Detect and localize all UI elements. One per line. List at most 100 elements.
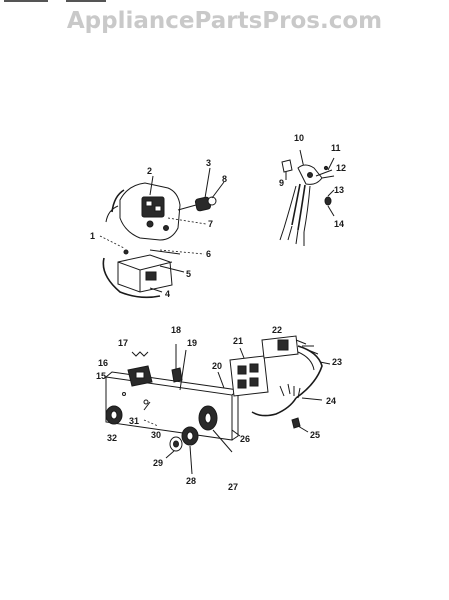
callout-28: 28 <box>186 476 196 486</box>
panel-hole-b <box>122 392 126 396</box>
block-21-terminal-d <box>249 377 259 387</box>
part-25-connector <box>291 417 301 429</box>
knob-32-center <box>110 410 118 420</box>
switch-contact-a <box>145 200 153 207</box>
sensor-lead-a <box>291 183 301 226</box>
callout-1: 1 <box>90 231 95 241</box>
harness-24-connectors <box>279 383 301 399</box>
leader-24 <box>301 397 323 401</box>
callout-8: 8 <box>222 174 227 184</box>
part-11-washer <box>323 165 329 171</box>
top-rule-right <box>66 0 106 2</box>
callout-31: 31 <box>129 416 139 426</box>
leader-3 <box>204 167 211 199</box>
leader-5 <box>159 265 185 273</box>
part-16-window <box>135 371 145 379</box>
callout-27: 27 <box>228 482 238 492</box>
harness-23-wire-b <box>297 351 315 371</box>
knob-28-center <box>186 431 194 441</box>
callout-24: 24 <box>326 396 336 406</box>
leader-13 <box>327 189 335 197</box>
callout-15: 15 <box>96 371 106 381</box>
block-21-terminal-b <box>249 363 259 373</box>
leader-14 <box>327 205 335 217</box>
leader-11 <box>327 157 335 171</box>
leader-26 <box>231 429 241 437</box>
callout-4: 4 <box>165 289 170 299</box>
callout-25: 25 <box>310 430 320 440</box>
callout-14: 14 <box>334 219 344 229</box>
callout-21: 21 <box>233 336 243 346</box>
console-side-edge <box>231 390 239 441</box>
block-21-terminal-a <box>237 365 247 375</box>
leader-27 <box>212 429 233 453</box>
callout-29: 29 <box>153 458 163 468</box>
callout-20: 20 <box>212 361 222 371</box>
leader-2 <box>149 175 154 196</box>
leader-19 <box>179 349 187 391</box>
callout-labels: 1 2 3 4 5 6 7 8 9 10 11 12 13 14 15 16 1… <box>90 133 346 492</box>
harness-23-leads <box>295 339 319 355</box>
module-22-insert <box>277 339 289 351</box>
bracket-spring <box>149 249 181 255</box>
callout-3: 3 <box>206 158 211 168</box>
sensor-lead-b <box>297 184 306 231</box>
pivot-pin <box>146 220 154 228</box>
callout-18: 18 <box>171 325 181 335</box>
upper-left-assembly <box>99 167 225 299</box>
lower-control-panel-assembly <box>105 335 331 475</box>
switch-contact-b <box>154 205 162 212</box>
callout-5: 5 <box>186 269 191 279</box>
callout-6: 6 <box>206 249 211 259</box>
terminal-screw <box>163 225 169 231</box>
leader-21 <box>239 347 245 359</box>
leader-29 <box>165 450 175 459</box>
bezel-29-center <box>173 440 179 448</box>
leader-28 <box>189 445 193 475</box>
motor-shaft <box>177 204 197 211</box>
leader-30 <box>143 419 159 427</box>
callout-11: 11 <box>331 143 341 153</box>
sensor-stud <box>307 172 313 178</box>
dial-27-hub <box>204 412 212 424</box>
part-24-harness <box>251 397 297 417</box>
part-21-switch-block <box>229 355 269 397</box>
leader-6 <box>159 249 205 255</box>
sensor-lead-d <box>283 185 297 229</box>
callout-9: 9 <box>279 178 284 188</box>
callout-22: 22 <box>272 325 282 335</box>
callout-26: 26 <box>240 434 250 444</box>
leader-4 <box>149 287 163 293</box>
panel-hole-a <box>143 399 149 405</box>
block-21-terminal-c <box>237 379 247 389</box>
part-9-clip <box>281 159 293 173</box>
watermark-logo: AppliancePartsPros.com <box>66 8 383 34</box>
housing-lead <box>105 205 119 223</box>
shaft-end-cap <box>207 196 217 206</box>
callout-19: 19 <box>187 338 197 348</box>
top-rule-left <box>4 0 48 2</box>
leader-31 <box>143 401 151 411</box>
sensor-arm <box>321 175 335 179</box>
part-18-switch <box>171 367 183 383</box>
lead-terminals <box>279 225 305 246</box>
leader-20 <box>217 371 225 389</box>
callout-12: 12 <box>336 163 346 173</box>
mount-bracket <box>117 254 173 293</box>
callout-17: 17 <box>118 338 128 348</box>
leader-8 <box>211 181 225 199</box>
upper-right-assembly <box>279 149 335 246</box>
sensor-lead-c <box>303 185 311 233</box>
callout-16: 16 <box>98 358 108 368</box>
part-17-spring <box>131 351 149 357</box>
callout-13: 13 <box>334 185 344 195</box>
callout-2: 2 <box>147 166 152 176</box>
top-rule <box>4 0 106 2</box>
leader-7 <box>167 217 207 225</box>
bracket-screw <box>123 249 129 255</box>
bracket-wire-harness <box>102 257 161 299</box>
callout-10: 10 <box>294 133 304 143</box>
leader-25 <box>297 425 309 433</box>
